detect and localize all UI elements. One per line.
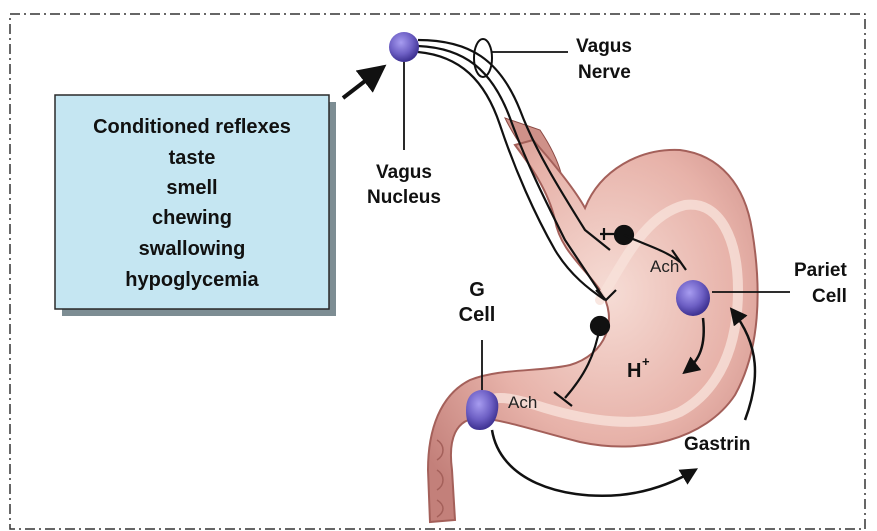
g-cell [466, 390, 498, 430]
box-line-title: Conditioned reflexes [93, 116, 291, 138]
ach-label-upper: Ach [650, 257, 679, 276]
g-cell-label-1: G [469, 279, 485, 301]
box-line-smell: smell [166, 177, 217, 199]
parietal-cell-label-2: Cell [812, 286, 847, 307]
parietal-cell-label-1: Pariet [794, 260, 847, 281]
box-line-hypoglycemia: hypoglycemia [125, 269, 259, 291]
ach-label-lower: Ach [508, 393, 537, 412]
vagus-nucleus-label-2: Nucleus [367, 187, 441, 208]
gastrin-label: Gastrin [684, 434, 751, 455]
vagus-nucleus-label-1: Vagus [376, 162, 432, 183]
box-to-nucleus-arrow [343, 68, 382, 98]
box-line-taste: taste [169, 147, 216, 169]
g-cell-label-2: Cell [459, 304, 496, 326]
vagus-nerve-label-2: Nerve [578, 62, 631, 83]
box-line-swallowing: swallowing [139, 238, 246, 260]
vagus-nucleus-cell [389, 32, 419, 62]
h-plus-label: H [627, 360, 641, 382]
parietal-cell [676, 280, 710, 316]
vagus-nerve-label-1: Vagus [576, 36, 632, 57]
box-line-chewing: chewing [152, 207, 232, 229]
h-plus-superscript: + [642, 354, 650, 369]
